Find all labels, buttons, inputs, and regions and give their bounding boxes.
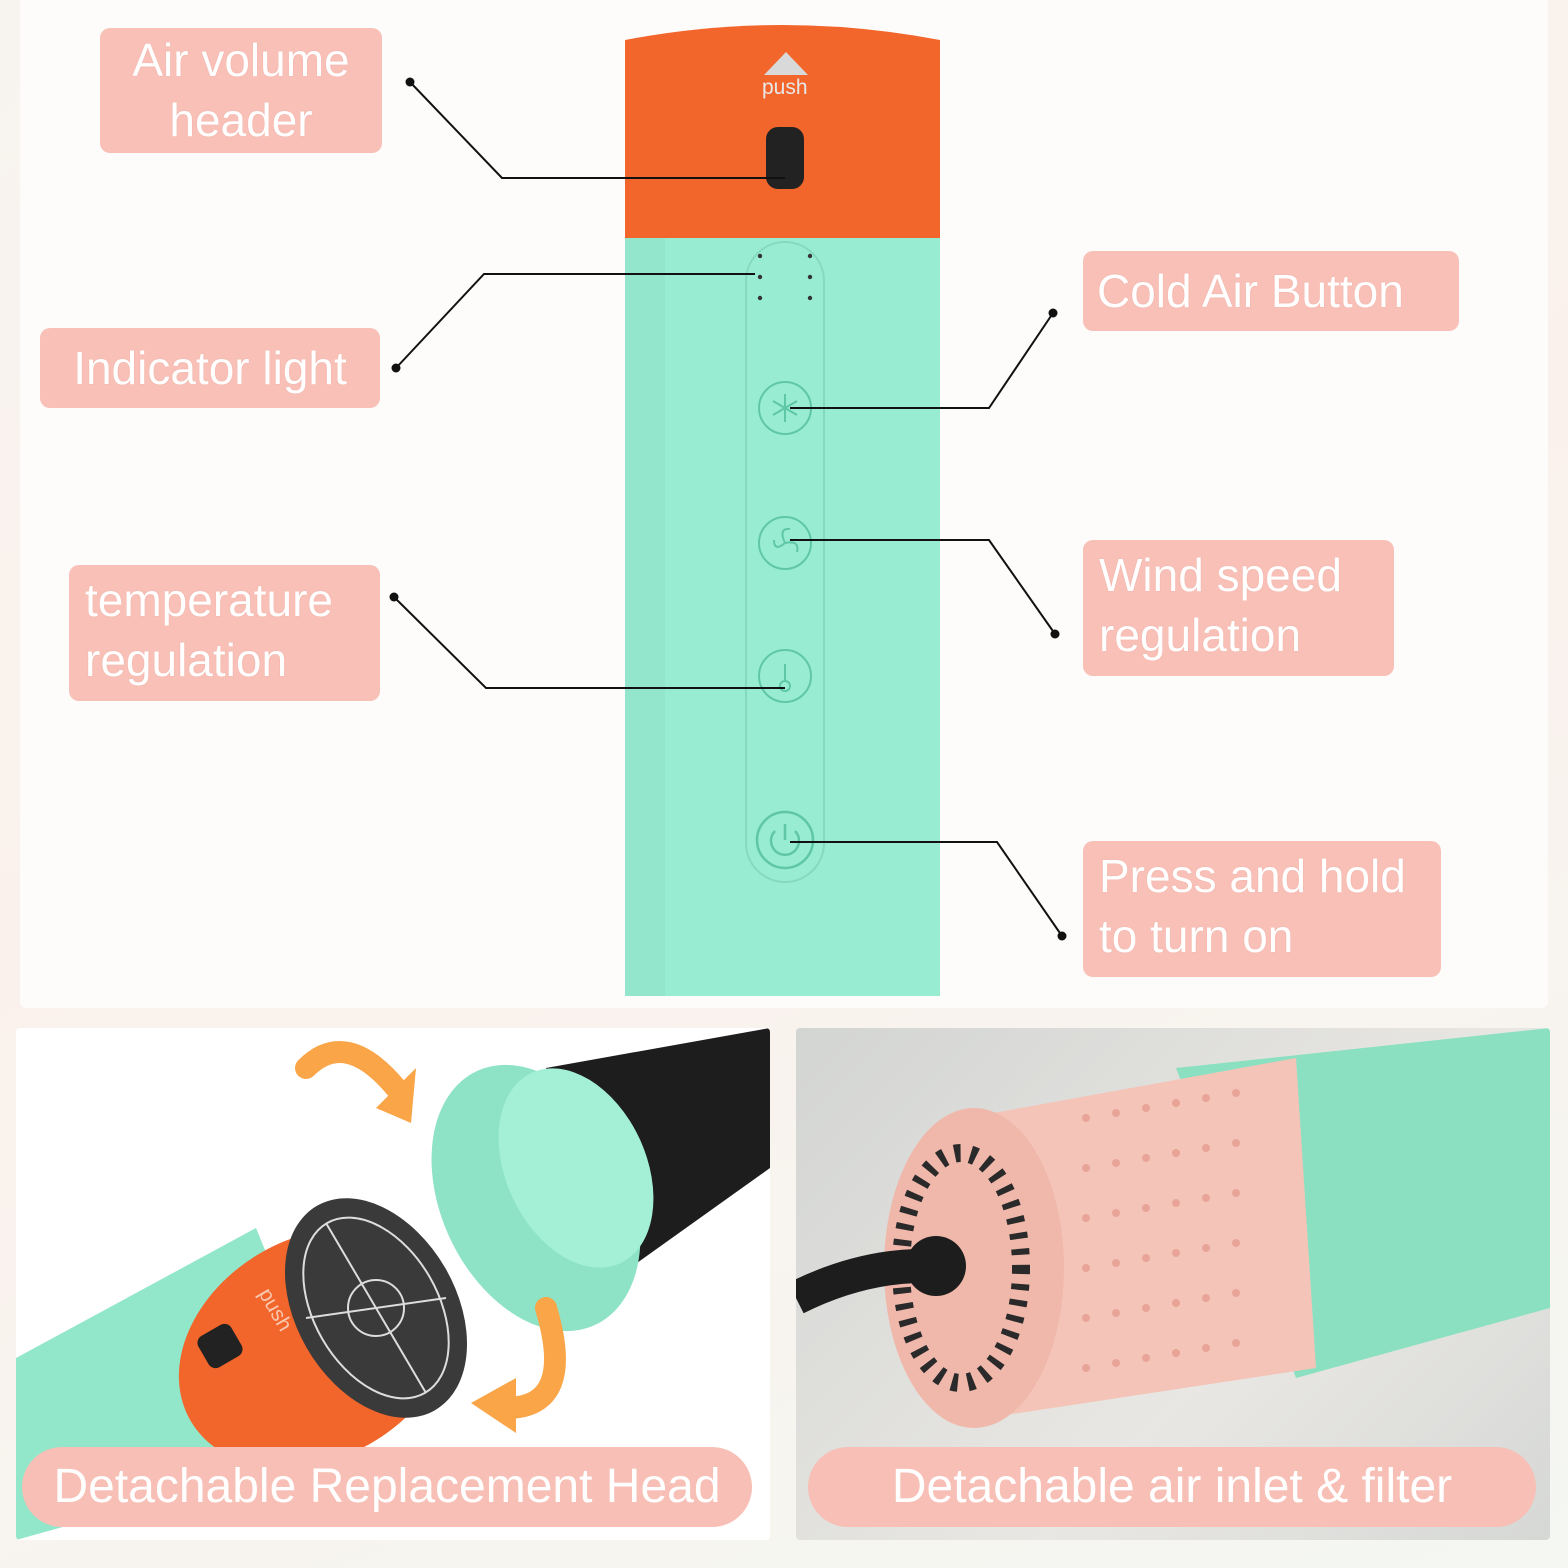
caption-detachable-air-inlet-filter: Detachable air inlet & filter [808,1447,1536,1527]
leader-lines [393,81,1063,937]
callout-cold-air-button: Cold Air Button [1083,251,1459,331]
air-inlet-illustration [796,1028,1550,1428]
thermometer-icon [758,649,812,703]
leader-dots [389,77,1067,941]
fan-icon [758,516,812,570]
rotate-arrow-bottom [495,1297,566,1419]
callout-wind-speed-regulation: Wind speed regulation [1083,540,1394,676]
callout-press-and-hold: Press and hold to turn on [1083,841,1441,977]
push-arrow-icon [764,52,808,75]
indicator-light-dots [757,253,813,301]
power-icon [755,810,815,870]
caption-detachable-replacement-head: Detachable Replacement Head [22,1447,752,1527]
callout-indicator-light: Indicator light [40,328,380,408]
hair-dryer-illustration [389,25,1067,996]
air-volume-slider [766,127,804,189]
control-strip [745,241,825,883]
rotate-arrow-top [295,1041,407,1099]
callout-air-volume-header: Air volume header [100,28,382,153]
push-label: push [762,76,808,99]
dryer-body [625,238,940,996]
callout-temperature-regulation: temperature regulation [69,565,380,701]
